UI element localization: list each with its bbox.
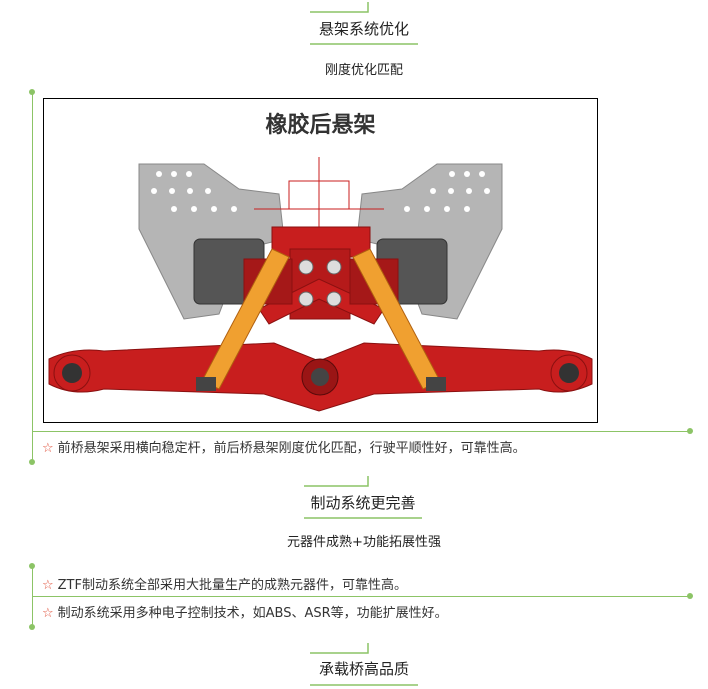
bullet-text: 前桥悬架采用横向稳定杆，前后桥悬架刚度优化匹配，行驶平顺性好，可靠性高。: [57, 441, 526, 456]
bullet-item: ☆前桥悬架采用横向稳定杆，前后桥悬架刚度优化匹配，行驶平顺性好，可靠性高。: [42, 437, 526, 456]
section-title: 制动系统更完善: [310, 494, 416, 512]
accent-dot: [29, 459, 35, 465]
accent-dot: [687, 428, 693, 434]
star-icon: ☆: [42, 578, 54, 593]
bullet-item: ☆ZTF制动系统全部采用大批量生产的成熟元器件，可靠性高。: [42, 574, 407, 593]
image-caption: 橡胶后悬架: [265, 112, 376, 138]
star-icon: ☆: [42, 441, 54, 456]
title-bracket-1: [310, 2, 418, 45]
title-bracket-3: [310, 643, 418, 686]
accent-line-horizontal: [32, 431, 690, 432]
accent-line-horizontal: [32, 596, 690, 597]
accent-dot: [29, 624, 35, 630]
accent-line-vertical: [32, 566, 33, 628]
section-title: 悬架系统优化: [318, 20, 409, 38]
suspension-photo: 橡胶后悬架: [43, 98, 598, 423]
bullet-text: 制动系统采用多种电子控制技术，如ABS、ASR等，功能扩展性好。: [57, 606, 448, 621]
section-subtitle: 元器件成熟+功能拓展性强: [287, 535, 441, 550]
accent-dot: [687, 593, 693, 599]
accent-line-vertical: [32, 92, 33, 462]
accent-dot: [29, 563, 35, 569]
title-bracket-2: [304, 476, 422, 519]
accent-dot: [29, 89, 35, 95]
section-subtitle: 刚度优化匹配: [324, 63, 403, 78]
rubber-rear-suspension-illustration: [48, 157, 593, 412]
section-title: 承载桥高品质: [318, 660, 409, 678]
bullet-item: ☆制动系统采用多种电子控制技术，如ABS、ASR等，功能扩展性好。: [42, 602, 448, 621]
star-icon: ☆: [42, 606, 54, 621]
bullet-text: ZTF制动系统全部采用大批量生产的成熟元器件，可靠性高。: [57, 578, 407, 593]
